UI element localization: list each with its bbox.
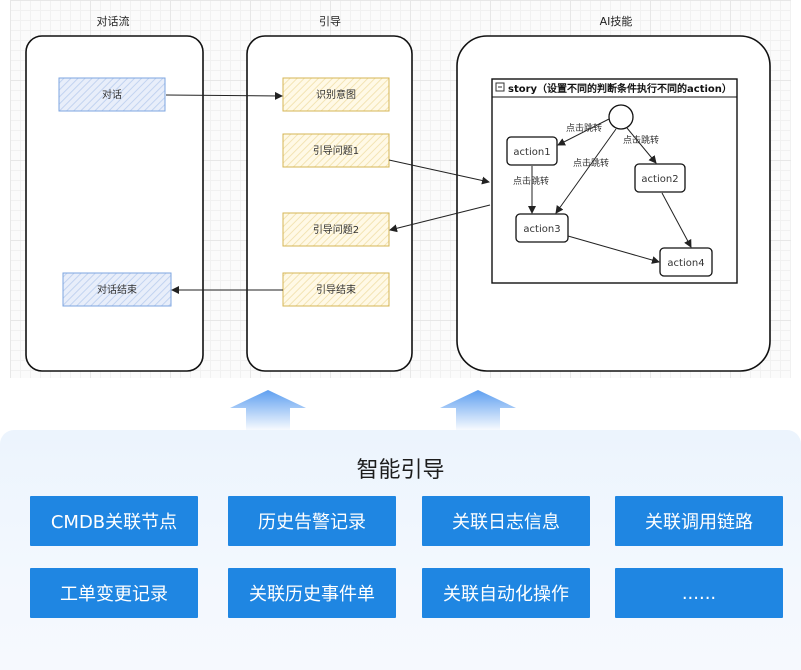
edge-dialog-to-intent bbox=[165, 91, 283, 100]
action4-label: action4 bbox=[667, 258, 704, 269]
action2-node[interactable] bbox=[634, 163, 686, 193]
node-identify-intent-label: 识别意图 bbox=[316, 88, 356, 101]
edge-start-to-action1 bbox=[557, 118, 610, 146]
action1-label: action1 bbox=[513, 147, 550, 158]
smart-guide-panel: 智能引导 CMDB关联节点 历史告警记录 关联日志信息 关联调用链路 工单变更记… bbox=[0, 430, 801, 670]
tile-related-automation[interactable]: 关联自动化操作 bbox=[422, 568, 590, 618]
node-guide-question-2[interactable] bbox=[282, 212, 390, 247]
tile-alert-history[interactable]: 历史告警记录 bbox=[228, 496, 396, 546]
flow-diagram: 对话流 引导 AI技能 对话 对话结束 识别意图 引导问题1 引导问题2 引导结… bbox=[25, 14, 771, 372]
edge-question1-to-story bbox=[388, 159, 490, 185]
edge-label-3: 点击跳转 bbox=[573, 157, 609, 169]
edge-action3-to-action4 bbox=[567, 235, 660, 264]
edge-start-to-action3 bbox=[555, 128, 617, 214]
lane-title-dialog: 对话流 bbox=[97, 14, 130, 28]
node-guide-question-1-label: 引导问题1 bbox=[313, 144, 359, 157]
edge-label-2: 点击跳转 bbox=[623, 134, 659, 146]
tile-related-call-chain[interactable]: 关联调用链路 bbox=[615, 496, 783, 546]
edge-label-4: 点击跳转 bbox=[513, 175, 549, 187]
node-guide-end-label: 引导结束 bbox=[316, 283, 356, 296]
tile-related-incident-history[interactable]: 关联历史事件单 bbox=[228, 568, 396, 618]
node-dialog[interactable] bbox=[58, 77, 166, 112]
up-arrow-left-icon bbox=[230, 390, 306, 432]
edge-action2-to-action4 bbox=[661, 192, 692, 248]
lane-title-guide: 引导 bbox=[319, 14, 341, 28]
lane-title-ai-skill: AI技能 bbox=[600, 14, 633, 28]
action1-node[interactable] bbox=[506, 136, 558, 166]
node-guide-question-2-label: 引导问题2 bbox=[313, 223, 359, 236]
panel-title: 智能引导 bbox=[356, 458, 445, 483]
action2-label: action2 bbox=[641, 174, 678, 185]
edge-start-to-action2 bbox=[626, 127, 657, 164]
edge-label-1: 点击跳转 bbox=[566, 122, 602, 134]
up-arrow-right-icon bbox=[440, 390, 516, 432]
action4-node[interactable] bbox=[659, 247, 713, 277]
action3-node[interactable] bbox=[515, 213, 569, 243]
edge-story-to-question2 bbox=[389, 204, 491, 233]
action3-label: action3 bbox=[523, 224, 560, 235]
node-identify-intent[interactable] bbox=[282, 77, 390, 112]
tile-more[interactable]: ...... bbox=[615, 568, 783, 618]
story-title: story（设置不同的判断条件执行不同的action） bbox=[508, 82, 732, 95]
tile-related-logs[interactable]: 关联日志信息 bbox=[422, 496, 590, 546]
story-start-node bbox=[608, 104, 634, 130]
node-guide-question-1[interactable] bbox=[282, 133, 390, 168]
node-guide-end[interactable] bbox=[282, 272, 390, 307]
node-dialog-end-label: 对话结束 bbox=[97, 283, 137, 296]
tile-cmdb-related-node[interactable]: CMDB关联节点 bbox=[30, 496, 198, 546]
tile-ticket-change-records[interactable]: 工单变更记录 bbox=[30, 568, 198, 618]
node-dialog-label: 对话 bbox=[102, 88, 122, 101]
